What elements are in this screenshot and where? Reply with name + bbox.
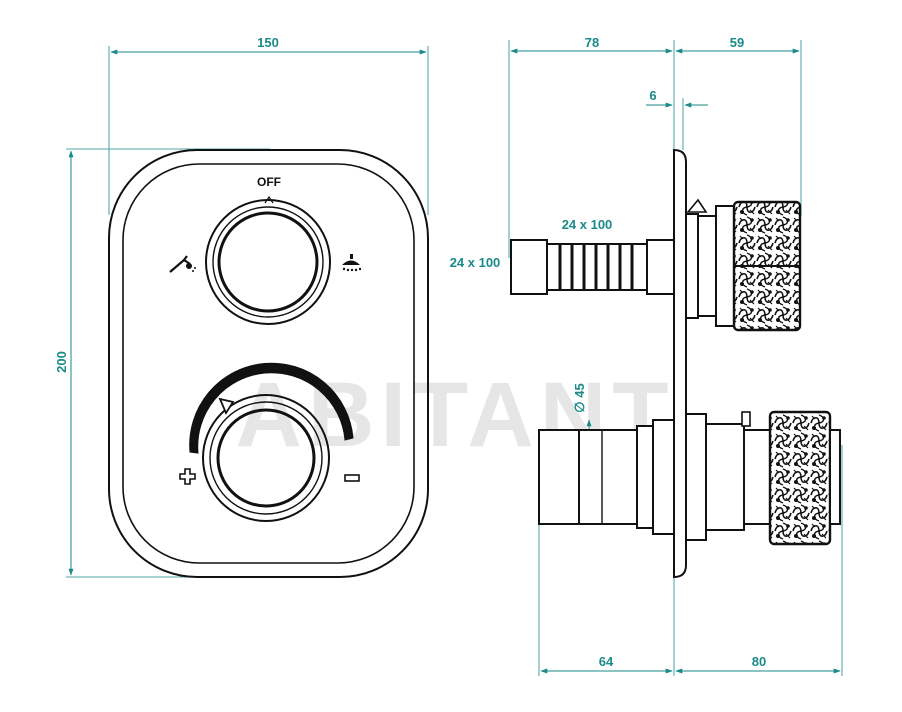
hand-shower-icon (169, 255, 196, 273)
cover-plate-outer (108, 149, 429, 578)
front-view: 150 200 OFF (54, 35, 429, 578)
overhead-shower-icon (342, 254, 362, 272)
plate-dimension-label: 6 (649, 88, 656, 103)
bottom-right-dimension-label: 80 (752, 654, 766, 669)
off-label: OFF (257, 175, 281, 189)
pipe-label-upper: 24 x 100 (562, 217, 613, 232)
diameter-dimension-label: ∅ 45 (572, 383, 587, 412)
temperature-scale-arc (189, 362, 354, 454)
diverter-knob[interactable] (205, 199, 331, 325)
front-dimension-label: 59 (730, 35, 744, 50)
upper-pipe (510, 239, 675, 295)
upper-knob-side (685, 198, 802, 332)
temperature-indicator-icon (218, 397, 235, 415)
bottom-left-dimension-label: 64 (599, 654, 614, 669)
side-view: 78 59 6 64 80 24 x 100 24 x 100 ∅ 45 (450, 35, 843, 676)
minus-icon (344, 474, 360, 482)
height-dimension-label: 200 (54, 351, 69, 373)
depth-dimension-label: 78 (585, 35, 599, 50)
cover-plate-inner (122, 163, 415, 564)
lower-body (538, 419, 675, 535)
thermostatic-knob[interactable] (202, 394, 330, 522)
wall-plate (673, 148, 687, 579)
plus-icon (179, 468, 196, 485)
pipe-label-left: 24 x 100 (450, 255, 501, 270)
width-dimension-label: 150 (257, 35, 279, 50)
lower-knob-side (685, 410, 841, 546)
